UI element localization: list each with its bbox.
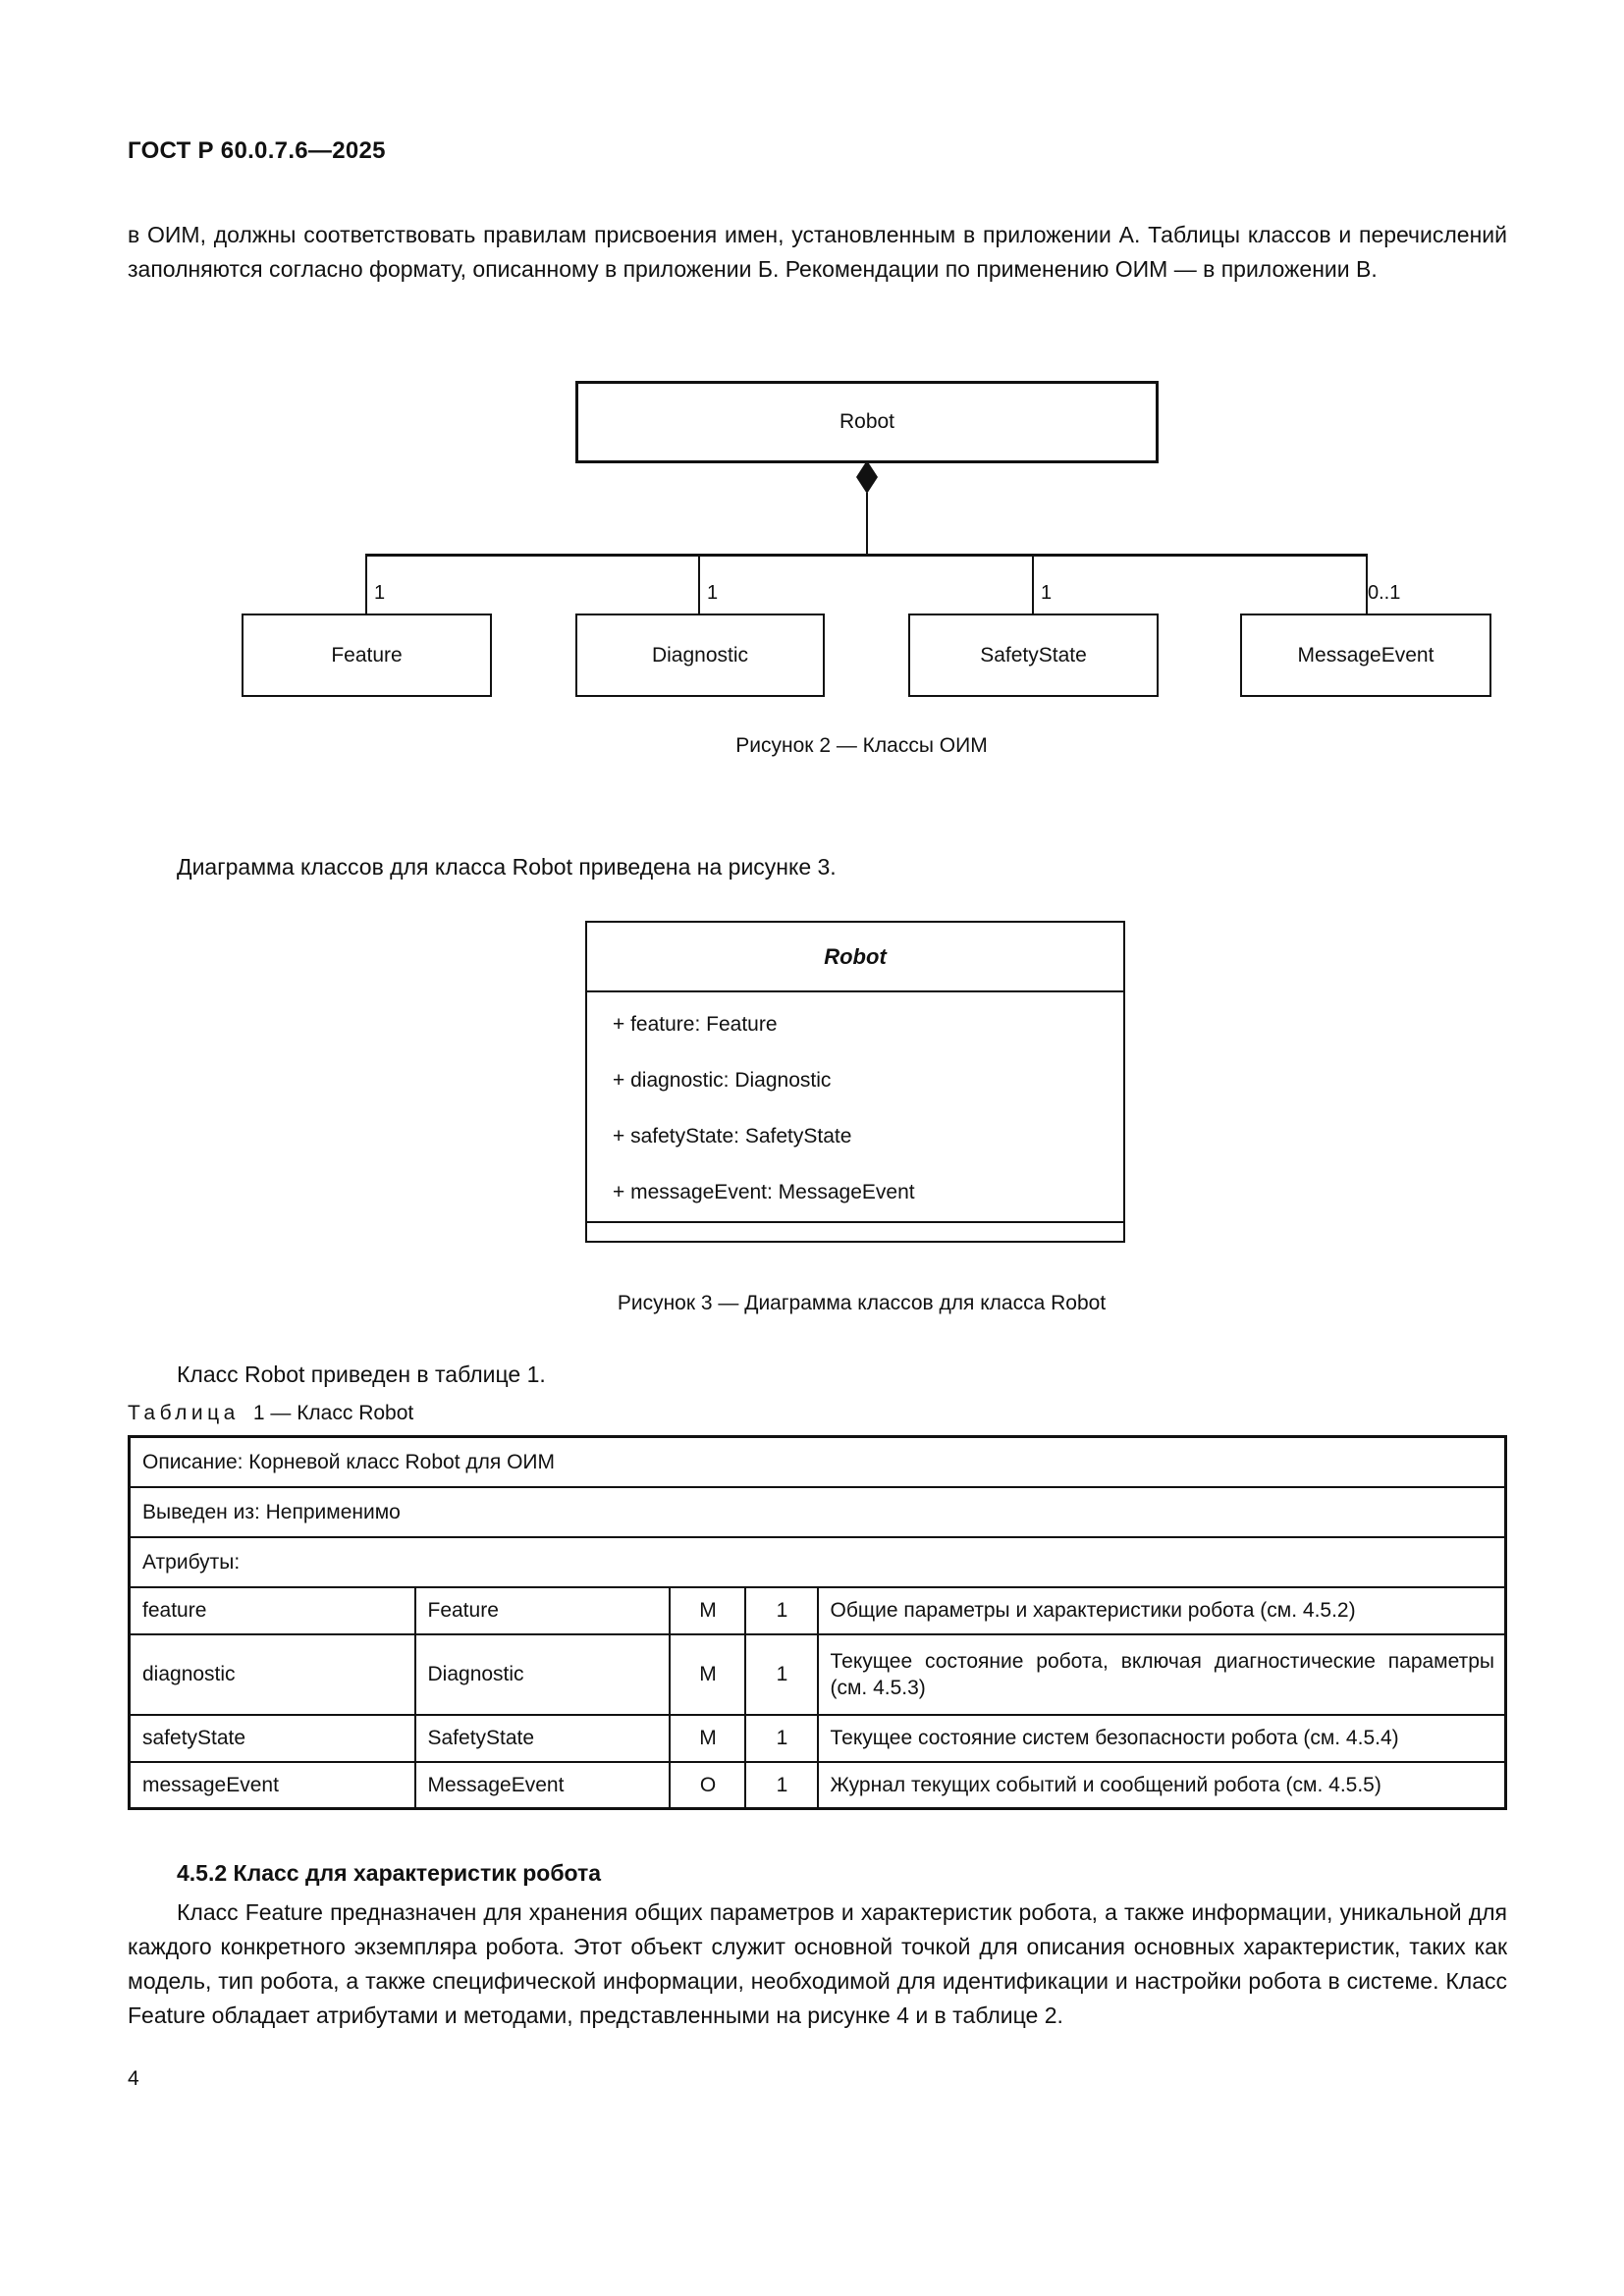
class-attribute: + feature: Feature <box>613 1012 778 1036</box>
attr-type-cell: MessageEvent <box>413 1760 671 1810</box>
figure3-attributes: + feature: Feature + diagnostic: Diagnos… <box>587 992 1123 1221</box>
attr-name-cell: safetyState <box>128 1713 416 1763</box>
multiplicity-label: 1 <box>1041 582 1053 604</box>
attr-name-cell: feature <box>128 1585 416 1635</box>
figure3-note: Диаграмма классов для класса Robot приве… <box>177 854 837 880</box>
multiplicity-label: 0..1 <box>1368 582 1401 604</box>
attr-type-cell: SafetyState <box>413 1713 671 1763</box>
messageevent-class-box: MessageEvent <box>1240 614 1491 697</box>
safetystate-class-label: SafetyState <box>980 643 1087 667</box>
section-paragraph: Класс Feature предназначен для хранения … <box>128 1899 1507 2028</box>
class-attribute: + safetyState: SafetyState <box>613 1125 852 1148</box>
figure2-caption: Рисунок 2 — Классы ОИМ <box>735 734 988 757</box>
class-attribute: + messageEvent: MessageEvent <box>613 1181 915 1204</box>
section-heading: 4.5.2 Класс для характеристик робота <box>177 1860 602 1886</box>
connector-line <box>698 557 700 614</box>
attr-name-cell: messageEvent <box>128 1760 416 1810</box>
table-cell: Описание: Корневой класс Robot для ОИМ <box>128 1435 1507 1488</box>
class-attribute: + diagnostic: Diagnostic <box>613 1068 832 1092</box>
diagnostic-class-label: Diagnostic <box>651 643 749 667</box>
attr-req-cell: M <box>668 1632 746 1716</box>
figure3-class-title: Robot <box>587 923 1123 992</box>
attr-card-cell: 1 <box>743 1632 819 1716</box>
connector-line <box>1032 557 1034 614</box>
figure3-caption: Рисунок 3 — Диаграмма классов для класса… <box>617 1292 1107 1314</box>
attr-desc-cell: Текущее состояние систем безопасности ро… <box>816 1713 1507 1763</box>
connector-bus-line <box>365 554 1368 557</box>
table-row-description: Описание: Корневой класс Robot для ОИМ <box>128 1435 1507 1488</box>
feature-class-box: Feature <box>242 614 492 697</box>
connector-line <box>866 493 868 557</box>
table-row: diagnostic Diagnostic M 1 Текущее состоя… <box>128 1632 1507 1716</box>
attr-desc-cell: Текущее состояние робота, включая диагно… <box>816 1632 1507 1716</box>
diagnostic-class-box: Diagnostic <box>575 614 825 697</box>
figure3-robot-class-box: Robot + feature: Feature + diagnostic: D… <box>585 921 1125 1243</box>
attr-name-cell: diagnostic <box>128 1632 416 1716</box>
attr-req-cell: M <box>668 1585 746 1635</box>
page-number: 4 <box>128 2067 139 2090</box>
table-row: messageEvent MessageEvent O 1 Журнал тек… <box>128 1760 1507 1810</box>
class-robot-table: Описание: Корневой класс Robot для ОИМ В… <box>128 1435 1507 1810</box>
page-header: ГОСТ Р 60.0.7.6—2025 <box>128 137 386 164</box>
attr-type-cell: Feature <box>413 1585 671 1635</box>
attr-card-cell: 1 <box>743 1713 819 1763</box>
table-row: feature Feature M 1 Общие параметры и ха… <box>128 1585 1507 1635</box>
intro-paragraph: в ОИМ, должны соответствовать правилам п… <box>128 222 1507 282</box>
table1-label-rest: 1 — Класс Robot <box>252 1402 414 1424</box>
feature-class-label: Feature <box>331 643 403 667</box>
figure3-methods-compartment <box>587 1221 1123 1241</box>
table-cell: Выведен из: Неприменимо <box>128 1485 1507 1538</box>
connector-line <box>1366 557 1368 614</box>
attr-desc-cell: Журнал текущих событий и сообщений робот… <box>816 1760 1507 1810</box>
multiplicity-label: 1 <box>374 582 386 604</box>
table-cell: Атрибуты: <box>128 1535 1507 1588</box>
table-row: safetyState SafetyState M 1 Текущее сост… <box>128 1713 1507 1763</box>
connector-line <box>365 557 367 614</box>
messageevent-class-label: MessageEvent <box>1297 643 1435 667</box>
table1-intro: Класс Robot приведен в таблице 1. <box>177 1362 546 1387</box>
attr-req-cell: M <box>668 1713 746 1763</box>
table-row-derived: Выведен из: Неприменимо <box>128 1485 1507 1538</box>
attr-card-cell: 1 <box>743 1760 819 1810</box>
composition-diamond-icon <box>856 460 878 494</box>
attr-card-cell: 1 <box>743 1585 819 1635</box>
robot-class-box: Robot <box>575 381 1159 463</box>
table1-label: Таблица 1 — Класс Robot <box>128 1402 413 1425</box>
multiplicity-label: 1 <box>707 582 719 604</box>
table1-label-word: Таблица <box>128 1402 240 1424</box>
attr-type-cell: Diagnostic <box>413 1632 671 1716</box>
robot-class-label: Robot <box>839 410 895 433</box>
safetystate-class-box: SafetyState <box>908 614 1159 697</box>
attr-req-cell: O <box>668 1760 746 1810</box>
attr-desc-cell: Общие параметры и характеристики робота … <box>816 1585 1507 1635</box>
table-row-attributes-header: Атрибуты: <box>128 1535 1507 1588</box>
